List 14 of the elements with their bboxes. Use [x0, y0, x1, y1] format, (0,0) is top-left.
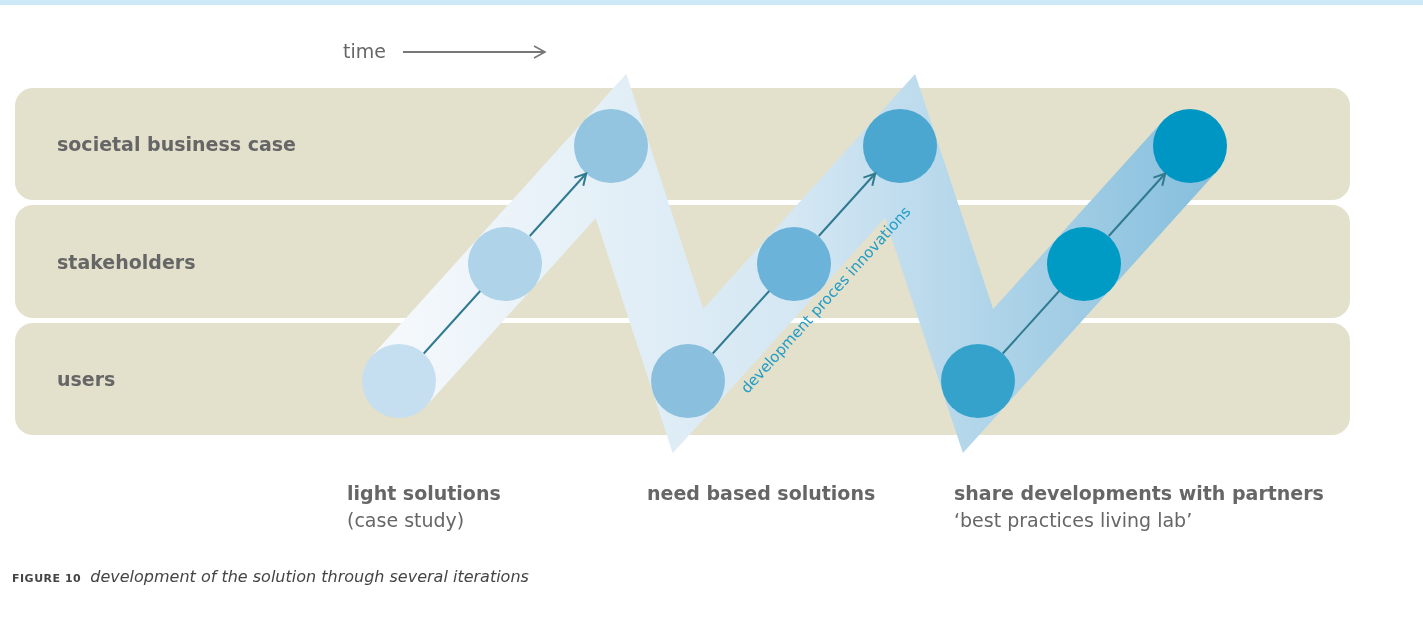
stage-label: share developments with partners [954, 482, 1324, 504]
stage-label: light solutions [347, 482, 501, 504]
arrow [1107, 172, 1167, 238]
arrow [528, 172, 588, 238]
figure-caption: FIGURE 10 development of the solution through several iterations [12, 567, 529, 586]
stage-label: ‘best practices living lab’ [954, 509, 1193, 531]
stage-label: time [343, 40, 386, 62]
arrow [817, 172, 877, 238]
band-label: stakeholders [57, 250, 196, 273]
stage-label: need based solutions [647, 482, 876, 504]
layer-band [15, 88, 1350, 200]
stage-label: (case study) [347, 509, 465, 531]
band-label: users [57, 368, 116, 390]
band-label: societal business case [57, 133, 296, 155]
